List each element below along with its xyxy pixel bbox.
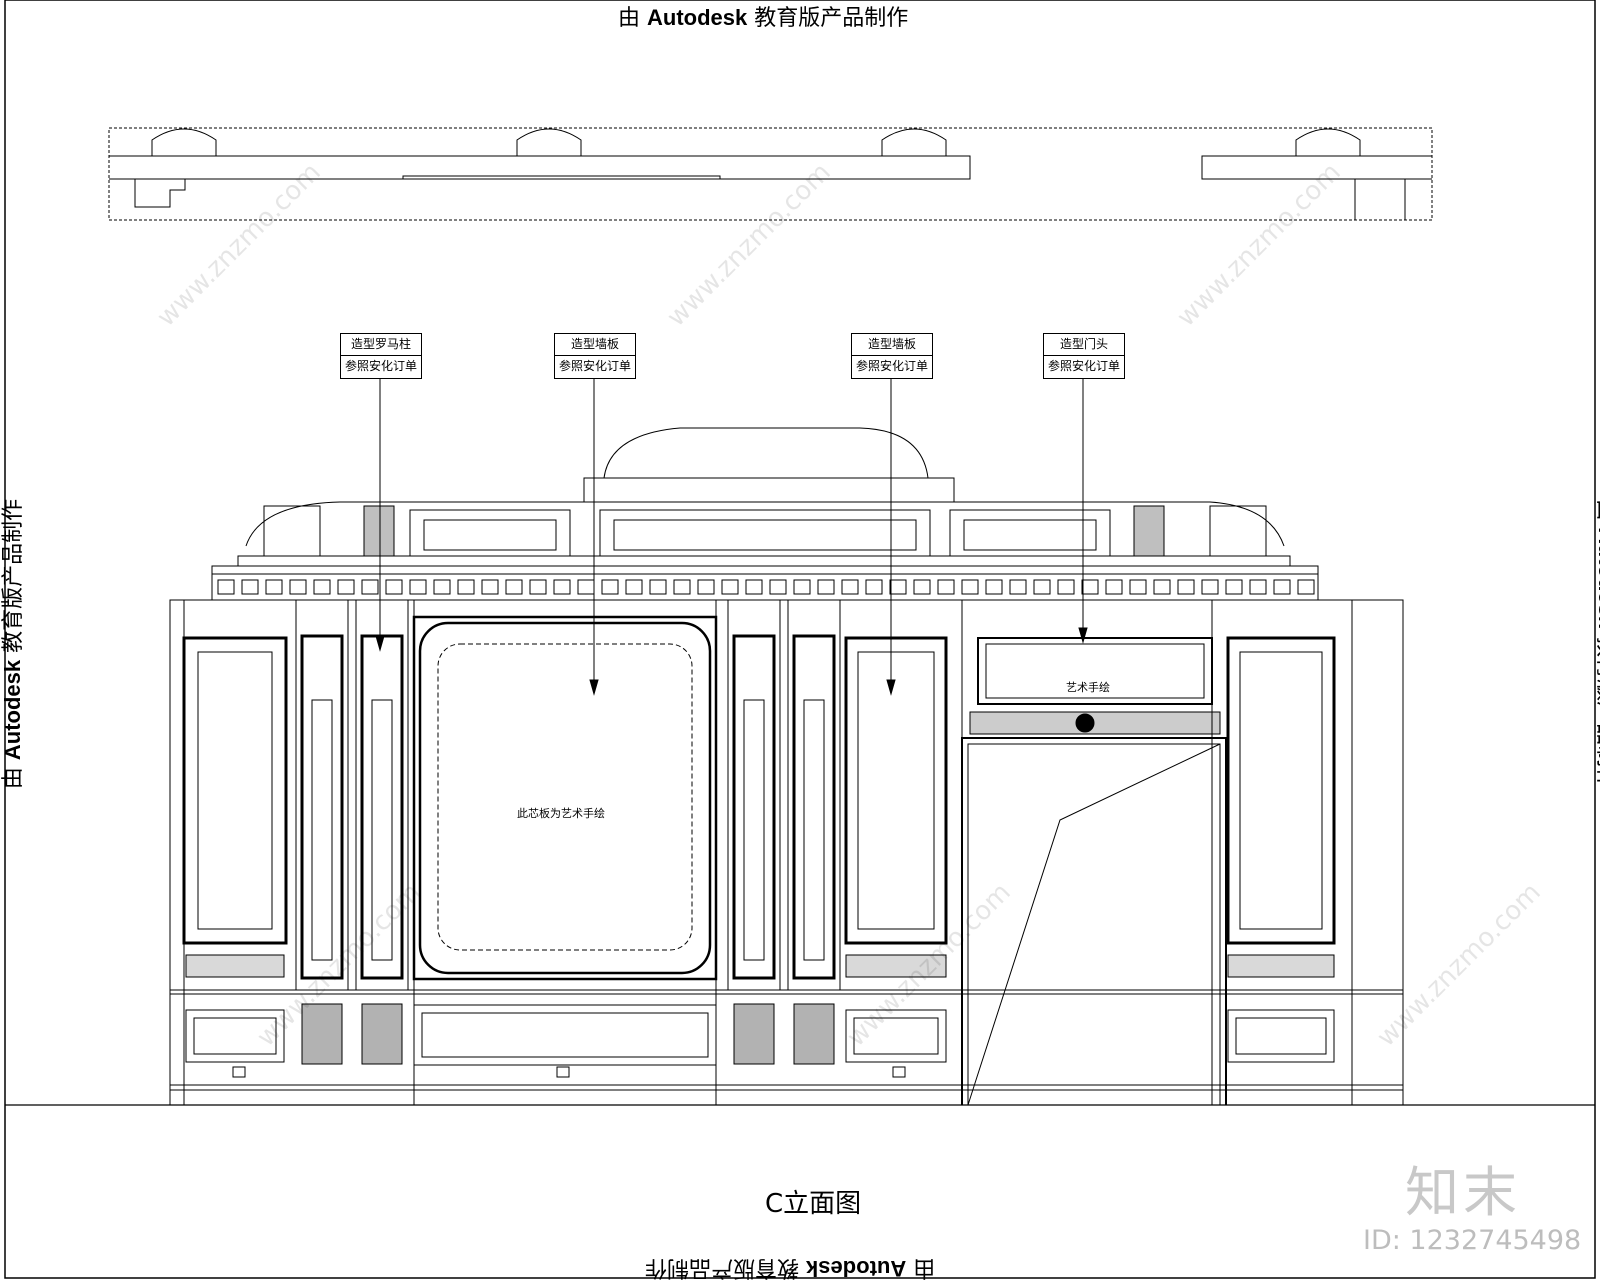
callout-reference: 参照安化订单 (1047, 359, 1120, 373)
dentil-block (961, 579, 979, 595)
dentil-block (769, 579, 787, 595)
dentil-block (697, 579, 715, 595)
dentil-block (649, 579, 667, 595)
drawing-border (4, 0, 1596, 1279)
dentil-block (913, 579, 931, 595)
dentil-block (217, 579, 235, 595)
autodesk-stamp-left: 由 Autodesk 教育版产品制作 (0, 498, 27, 790)
dentil-block (505, 579, 523, 595)
dentil-block (433, 579, 451, 595)
dentil-block (1033, 579, 1051, 595)
dentil-block (289, 579, 307, 595)
dentil-row (217, 579, 1315, 595)
dentil-block (793, 579, 811, 595)
dentil-block (673, 579, 691, 595)
autodesk-stamp-top: 由 Autodesk 教育版产品制作 (618, 5, 909, 31)
dentil-block (1105, 579, 1123, 595)
callout-label: 造型门头 (1044, 334, 1124, 356)
callout-label: 造型墙板 (852, 334, 932, 356)
drawing-title: C立面图 (765, 1189, 862, 1219)
autodesk-stamp-bottom: 由 Autodesk 教育版产品制作 (645, 1255, 936, 1281)
dentil-block (1225, 579, 1243, 595)
note-door-head: 艺术手绘 (1066, 681, 1110, 694)
wall-elevation (169, 599, 1404, 1106)
dentil-block (361, 579, 379, 595)
leader-lines (375, 378, 1088, 696)
dentil-block (889, 579, 907, 595)
dentil-block (409, 579, 427, 595)
frieze-left (185, 954, 285, 978)
callout-roman-column: 造型罗马柱 参照安化订单 (340, 333, 422, 379)
dentil-block (721, 579, 739, 595)
dentil-block (1009, 579, 1027, 595)
ceiling-section (108, 127, 1433, 221)
autodesk-stamp-right: 由 Autodesk 教育版产品制作 (1593, 499, 1600, 790)
pilaster-4 (787, 599, 841, 991)
dentil-block (601, 579, 619, 595)
dentil-block (241, 579, 259, 595)
dentil-block (985, 579, 1003, 595)
callout-label: 造型墙板 (555, 334, 635, 356)
dentil-block (1249, 579, 1267, 595)
note-center-panel: 此芯板为艺术手绘 (517, 807, 605, 820)
callout-wall-panel-1: 造型墙板 参照安化订单 (554, 333, 636, 379)
dentil-block (1273, 579, 1291, 595)
image-id: ID: 1232745498 (1363, 1225, 1582, 1256)
wall-panel-right (1226, 636, 1336, 945)
dentil-block (865, 579, 883, 595)
door-frame (961, 737, 1227, 1105)
callout-door-head: 造型门头 参照安化订单 (1043, 333, 1125, 379)
callout-label: 造型罗马柱 (341, 334, 421, 356)
pilaster-2 (355, 599, 409, 991)
dentil-block (1177, 579, 1195, 595)
dentil-block (577, 579, 595, 595)
dentil-block (817, 579, 835, 595)
callout-wall-panel-2: 造型墙板 参照安化订单 (851, 333, 933, 379)
dentil-block (265, 579, 283, 595)
callout-reference: 参照安化订单 (344, 359, 417, 373)
pilaster-1 (295, 599, 349, 991)
dentil-block (385, 579, 403, 595)
dentil-block (841, 579, 859, 595)
dentil-block (1201, 579, 1219, 595)
dentil-block (337, 579, 355, 595)
art-panel (412, 615, 718, 981)
door-swing (967, 743, 1221, 1106)
dentil-block (481, 579, 499, 595)
dentil-block (625, 579, 643, 595)
dentil-block (457, 579, 475, 595)
pilaster-3 (727, 599, 781, 991)
crown-moulding (211, 427, 1319, 601)
dentil-block (1297, 579, 1315, 595)
dentil-block (313, 579, 331, 595)
dentil-block (1129, 579, 1147, 595)
dentil-block (529, 579, 547, 595)
wall-panel-left (182, 636, 288, 945)
callout-reference: 参照安化订单 (558, 359, 631, 373)
logo: 知末 (1405, 1161, 1521, 1224)
wall-panel-center-right (844, 636, 948, 945)
dentil-block (1153, 579, 1171, 595)
dentil-block (1057, 579, 1075, 595)
dentil-block (1081, 579, 1099, 595)
dentil-block (745, 579, 763, 595)
dentil-block (553, 579, 571, 595)
dentil-block (937, 579, 955, 595)
callout-reference: 参照安化订单 (855, 359, 928, 373)
